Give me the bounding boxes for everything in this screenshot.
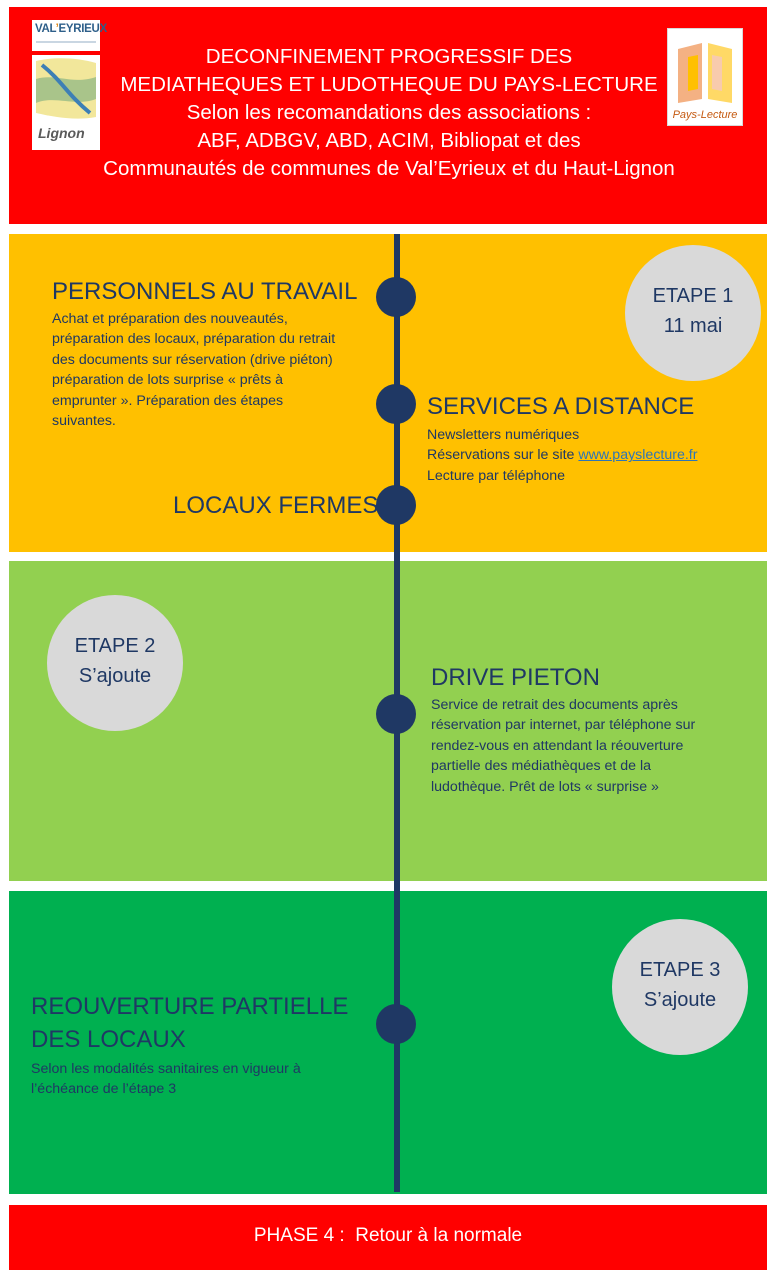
stage-1-label: ETAPE 1 xyxy=(652,285,734,307)
header-subtitle-line-2: ABF, ADBGV, ABD, ACIM, Bibliopat et des xyxy=(197,129,581,152)
drive-pieton-description: Service de retrait des documents après r… xyxy=(431,697,696,795)
stage-1-date: 11 mai xyxy=(663,315,723,337)
stage-2-label: ETAPE 2 xyxy=(74,635,156,657)
haut-lignon-logo: Lignon xyxy=(32,55,100,150)
stage-3-badge: ETAPE 3 S’ajoute xyxy=(612,919,748,1055)
header-subtitle-line-3: Communautés de communes de Val’Eyrieux e… xyxy=(103,157,675,180)
stage-1-badge: ETAPE 1 11 mai xyxy=(625,245,761,381)
services-title: SERVICES A DISTANCE xyxy=(427,393,695,420)
reouverture-title-line-2: DES LOCAUX xyxy=(31,1026,186,1053)
stage-2-status: S’ajoute xyxy=(78,665,152,687)
reouverture-title-line-1: REOUVERTURE PARTIELLE xyxy=(31,993,349,1020)
reouverture-description: Selon les modalités sanitaires en vigueu… xyxy=(31,1061,301,1098)
stage-2-badge: ETAPE 2 S’ajoute xyxy=(47,595,183,731)
timeline-dot-drive xyxy=(376,694,416,734)
locaux-fermes-title: LOCAUX FERMES xyxy=(173,492,379,519)
timeline-dot-locaux xyxy=(376,485,416,525)
stage-3-status: S’ajoute xyxy=(643,989,717,1011)
lignon-emblem-icon xyxy=(36,58,96,119)
drive-pieton-title: DRIVE PIETON xyxy=(431,664,600,691)
personnel-description: Achat et préparation des nouveautés, pré… xyxy=(52,311,336,430)
phase-4-label: PHASE 4 : Retour à la normale xyxy=(253,1225,523,1246)
timeline-dot-reouverture xyxy=(376,1004,416,1044)
book-icon xyxy=(678,43,732,103)
services-description: Newsletters numériques Réservations sur … xyxy=(427,427,698,484)
footer-banner: PHASE 4 : Retour à la normale xyxy=(9,1205,767,1270)
timeline-dot-personnel xyxy=(376,277,416,317)
stage-3-label: ETAPE 3 xyxy=(639,959,721,981)
pays-lecture-logo: Pays-Lecture xyxy=(667,28,743,126)
payslecture-link[interactable]: www.payslecture.fr xyxy=(578,447,698,464)
valeyrieux-logo: VAL’EYRIEUX xyxy=(32,20,107,51)
header-subtitle-line-1: Selon les recomandations des association… xyxy=(186,101,592,124)
header-banner: DECONFINEMENT PROGRESSIF DES MEDIATHEQUE… xyxy=(9,7,767,224)
timeline-dot-services xyxy=(376,384,416,424)
personnel-title: PERSONNELS AU TRAVAIL xyxy=(52,278,358,305)
header-title-line-2: MEDIATHEQUES ET LUDOTHEQUE DU PAYS-LECTU… xyxy=(120,73,658,96)
header-title-line-1: DECONFINEMENT PROGRESSIF DES xyxy=(205,45,573,68)
